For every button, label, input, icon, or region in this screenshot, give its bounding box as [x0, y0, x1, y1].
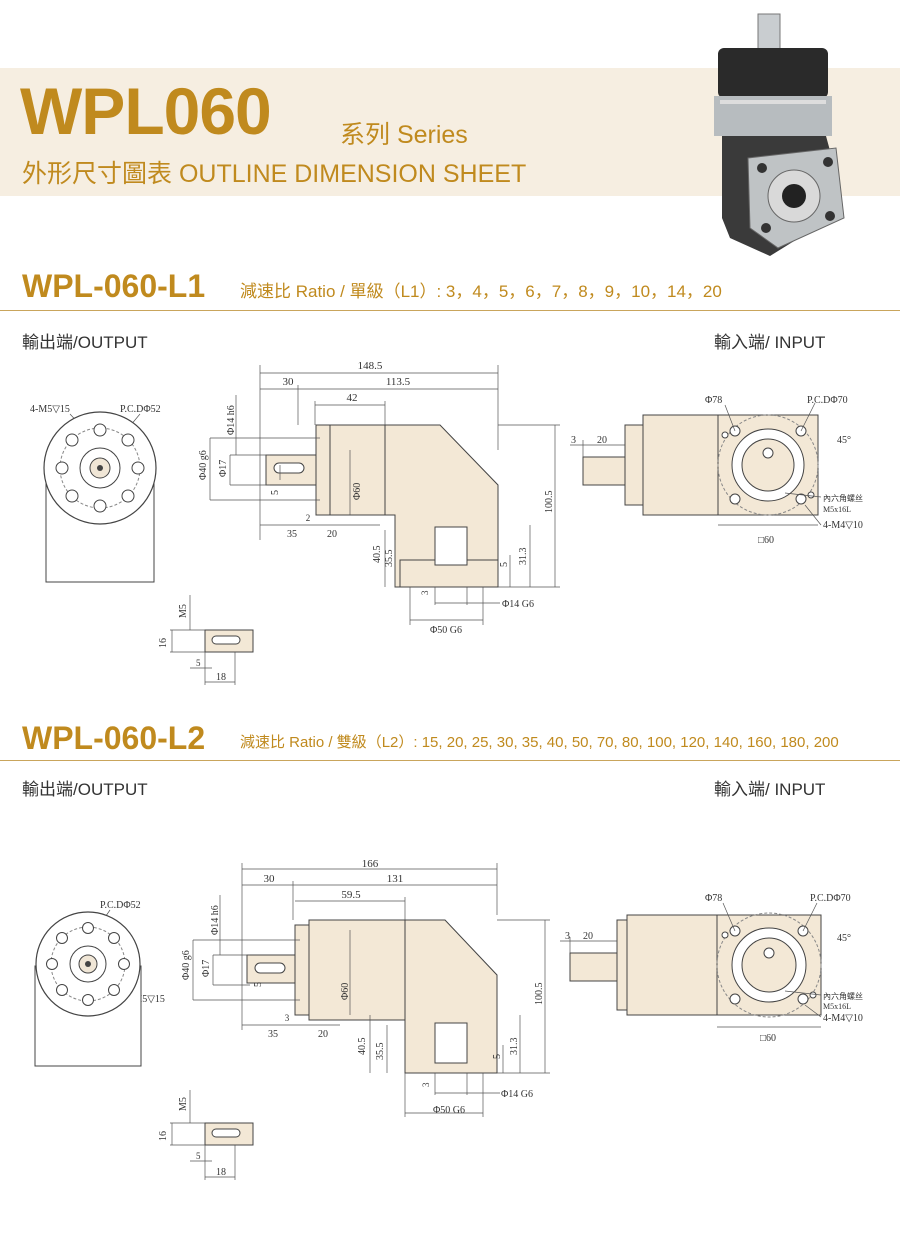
dim-label: 3 — [565, 931, 570, 942]
dim-label: 18 — [216, 1167, 226, 1178]
dim-label: 5 — [492, 1054, 503, 1059]
side-view-drawing: 166 30 131 59.5 Φ40 g6 Φ17 Φ14 h6 5 Φ60 … — [181, 858, 550, 1117]
dim-label: 40.5 — [357, 1038, 368, 1056]
output-end-view: 4-M5▽15 P.C.DΦ52 — [30, 404, 161, 583]
section-divider — [0, 310, 900, 311]
section-title: WPL-060-L2 — [22, 720, 206, 756]
dim-label: 20 — [583, 931, 593, 942]
dim-label: 5 — [270, 490, 281, 495]
dim-label: Φ50 G6 — [430, 625, 462, 636]
dim-label: 4-M4▽10 — [823, 1013, 863, 1024]
dim-label: 3 — [420, 590, 430, 595]
output-view-label: 輸出端/OUTPUT — [22, 780, 148, 799]
dim-label: 100.5 — [534, 983, 545, 1006]
sheet-subtitle: 外形尺寸圖表 OUTLINE DIMENSION SHEET — [22, 160, 527, 188]
dim-label: 16 — [158, 1131, 169, 1141]
dim-label: Φ17 — [201, 960, 212, 977]
input-view-label: 輸入端/ INPUT — [714, 780, 826, 799]
dim-label: Φ60 — [340, 983, 351, 1000]
dim-label: Φ50 G6 — [433, 1105, 465, 1116]
dim-label: 100.5 — [544, 491, 555, 514]
dim-label: 4-M5▽15 — [30, 404, 70, 415]
dim-label: □60 — [760, 1033, 776, 1044]
dim-label: 131 — [387, 873, 404, 885]
dim-label: 5 — [253, 982, 264, 987]
dim-label: 2 — [306, 513, 311, 523]
model-title: WPL060 — [20, 74, 272, 148]
dim-label: 31.3 — [518, 548, 529, 566]
dim-label: 30 — [264, 873, 276, 885]
input-end-view: 3 20 Φ78 P.C.DΦ70 45° 內六角螺丝 M5x16L 4-M4▽… — [570, 395, 863, 546]
dim-label: Φ60 — [352, 483, 363, 500]
dim-label: 35 — [287, 529, 297, 540]
section-divider — [0, 760, 900, 761]
dim-label: P.C.DΦ52 — [100, 900, 141, 911]
dim-label: 20 — [327, 529, 337, 540]
dim-label: 3 — [571, 435, 576, 446]
dim-label: 113.5 — [386, 376, 411, 388]
dim-label: □60 — [758, 535, 774, 546]
dim-label: 5 — [499, 562, 510, 567]
dim-label: 16 — [158, 638, 169, 648]
dim-label: Φ14 h6 — [210, 905, 221, 935]
dim-label: 148.5 — [358, 360, 383, 372]
dim-label: M5x16L — [823, 505, 851, 514]
dim-label: 3 — [421, 1082, 431, 1087]
dim-label: M5 — [178, 604, 189, 618]
dim-label: 40.5 — [372, 546, 383, 564]
dim-label: P.C.DΦ70 — [807, 395, 848, 406]
dim-label: 內六角螺丝 — [823, 991, 863, 1001]
dim-label: Φ40 g6 — [181, 950, 192, 980]
dim-label: 30 — [283, 376, 295, 388]
dim-label: 3 — [285, 1013, 290, 1023]
dim-label: Φ78 — [705, 893, 722, 904]
output-view-label: 輸出端/OUTPUT — [22, 333, 148, 352]
dim-label: 35 — [268, 1029, 278, 1040]
dim-label: 18 — [216, 672, 226, 683]
ratio-text: 減速比 Ratio / 雙級（L2）: 15, 20, 25, 30, 35, … — [240, 734, 839, 751]
gearbox-product-image — [714, 13, 845, 256]
dim-label: Φ40 g6 — [198, 450, 209, 480]
ratio-text: 減速比 Ratio / 單級（L1）: 3，4，5，6，7，8，9，10，14，… — [240, 282, 722, 301]
dim-label: Φ17 — [218, 460, 229, 477]
dim-label: 20 — [597, 435, 607, 446]
key-detail-drawing: M5 16 5 18 — [158, 595, 254, 685]
dim-label: 35.5 — [375, 1043, 386, 1061]
input-view-label: 輸入端/ INPUT — [714, 333, 826, 352]
output-end-view: P.C.DΦ52 4-M5▽15 — [34, 900, 165, 1067]
dim-label: 45° — [837, 435, 851, 446]
dim-label: 31.3 — [509, 1038, 520, 1056]
dim-label: M5 — [178, 1097, 189, 1111]
dim-label: Φ14 G6 — [501, 1089, 533, 1100]
section-title: WPL-060-L1 — [22, 268, 206, 304]
input-end-view: 3 20 Φ78 P.C.DΦ70 45° 內六角螺丝 M5x16L 4-M4▽… — [560, 893, 863, 1044]
dim-label: 166 — [362, 858, 379, 870]
dim-label: 4-M5▽15 — [125, 994, 165, 1005]
dim-label: Φ14 G6 — [502, 599, 534, 610]
series-label: 系列 Series — [340, 121, 468, 149]
key-detail-drawing: M5 16 5 18 — [158, 1090, 254, 1180]
dim-label: 5 — [196, 658, 201, 668]
dim-label: 42 — [347, 392, 358, 404]
dim-label: 35.5 — [384, 550, 395, 568]
dim-label: 內六角螺丝 — [823, 493, 863, 503]
dim-label: 59.5 — [341, 889, 361, 901]
dim-label: 20 — [318, 1029, 328, 1040]
dim-label: 5 — [196, 1151, 201, 1161]
dim-label: M5x16L — [823, 1002, 851, 1011]
dim-label: 45° — [837, 933, 851, 944]
dim-label: Φ78 — [705, 395, 722, 406]
dim-label: Φ14 h6 — [226, 405, 237, 435]
dim-label: P.C.DΦ70 — [810, 893, 851, 904]
side-view-drawing: 148.5 30 113.5 42 Φ40 g6 Φ17 Φ14 h6 5 Φ6… — [198, 360, 560, 636]
dim-label: 4-M4▽10 — [823, 520, 863, 531]
dim-label: P.C.DΦ52 — [120, 404, 161, 415]
